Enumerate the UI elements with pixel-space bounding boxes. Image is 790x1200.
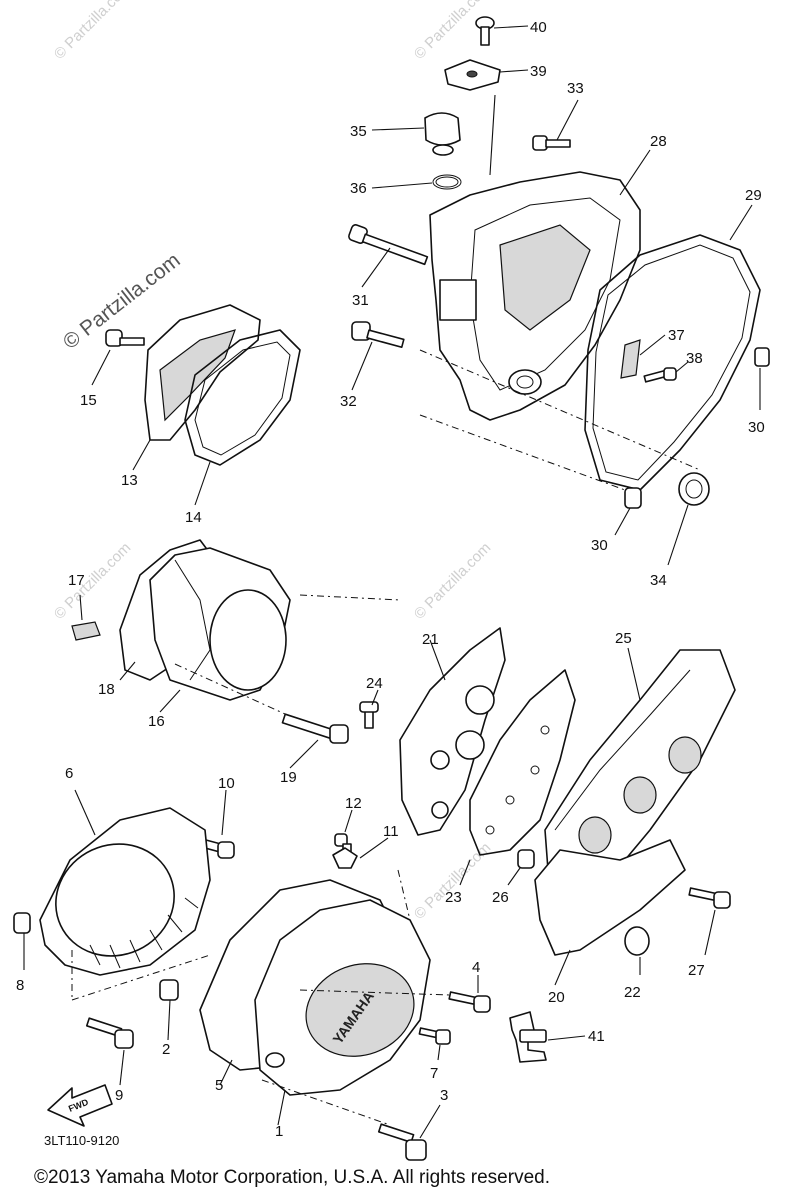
label-33: 33 — [567, 80, 584, 97]
part-30-dowel-right — [754, 347, 770, 410]
part-7-bolt — [418, 1027, 451, 1061]
label-34: 34 — [650, 572, 667, 589]
label-9: 9 — [115, 1087, 123, 1104]
part-22-plug — [624, 926, 650, 975]
label-28: 28 — [650, 133, 667, 150]
label-1: 1 — [275, 1123, 283, 1140]
part-11-clamp — [332, 837, 389, 869]
label-29: 29 — [745, 187, 762, 204]
watermark-tile: © Partzilla.com — [411, 539, 494, 622]
part-30-dowel-left — [614, 487, 642, 536]
label-30b: 30 — [591, 537, 608, 554]
part-23-gasket — [459, 669, 576, 886]
label-12: 12 — [345, 795, 362, 812]
part-28-cover — [429, 149, 651, 421]
label-32: 32 — [340, 393, 357, 410]
part-4-bolt — [448, 975, 491, 1013]
part-19-bolt — [281, 713, 349, 769]
label-36: 36 — [350, 180, 367, 197]
part-20-plate — [534, 839, 686, 986]
part-40-screw — [475, 16, 529, 46]
label-17: 17 — [68, 572, 85, 589]
part-24-bolt — [359, 689, 379, 729]
part-number-labels: 40 39 33 35 28 36 29 31 37 38 15 32 30 1… — [16, 19, 765, 1140]
part-16-canister — [149, 547, 291, 713]
label-25: 25 — [615, 630, 632, 647]
part-2-dowel — [159, 979, 179, 1041]
part-6-housing — [39, 789, 211, 976]
label-5: 5 — [215, 1077, 223, 1094]
part-8-dowel — [13, 912, 31, 970]
part-14-gasket — [184, 329, 301, 506]
part-31-bolt — [348, 224, 429, 288]
part-9-bolt — [85, 1017, 134, 1086]
label-41: 41 — [588, 1028, 605, 1045]
label-27: 27 — [688, 962, 705, 979]
label-23: 23 — [445, 889, 462, 906]
label-21: 21 — [422, 631, 439, 648]
label-11: 11 — [383, 823, 399, 840]
part-1-cover: YAMAHA — [254, 899, 431, 1126]
label-31: 31 — [352, 292, 369, 309]
label-16: 16 — [148, 713, 165, 730]
label-18: 18 — [98, 681, 115, 698]
copyright-text: ©2013 Yamaha Motor Corporation, U.S.A. A… — [34, 1167, 550, 1188]
label-35: 35 — [350, 123, 367, 140]
diagram-code: 3LT110-9120 — [44, 1133, 119, 1148]
part-39-bracket — [444, 59, 529, 176]
label-7: 7 — [430, 1065, 438, 1082]
part-15-bolt — [91, 329, 145, 386]
label-19: 19 — [280, 769, 297, 786]
label-15: 15 — [80, 392, 97, 409]
part-13-cover — [132, 304, 261, 471]
label-2: 2 — [162, 1041, 170, 1058]
part-12-bolt — [334, 809, 353, 855]
label-20: 20 — [548, 989, 565, 1006]
part-37-piece — [620, 334, 666, 379]
fwd-arrow-icon: FWD — [47, 1084, 113, 1127]
label-14: 14 — [185, 509, 202, 526]
label-38: 38 — [686, 350, 703, 367]
label-24: 24 — [366, 675, 383, 692]
label-30a: 30 — [748, 419, 765, 436]
label-8: 8 — [16, 977, 24, 994]
part-26-dowel — [507, 849, 535, 886]
part-21-plate — [399, 627, 506, 836]
part-36-oring — [371, 174, 462, 190]
label-40: 40 — [530, 19, 547, 36]
label-37: 37 — [668, 327, 685, 344]
part-17-block — [71, 594, 101, 641]
part-34-plug — [667, 472, 710, 566]
label-39: 39 — [530, 63, 547, 80]
label-3: 3 — [440, 1087, 448, 1104]
part-33-bolt — [532, 99, 579, 151]
label-26: 26 — [492, 889, 509, 906]
watermark-tile: © Partzilla.com — [411, 839, 494, 922]
watermark-tile: © Partzilla.com — [51, 539, 134, 622]
label-6: 6 — [65, 765, 73, 782]
part-27-bolt — [688, 887, 731, 956]
part-41-bracket — [509, 1011, 586, 1063]
watermark-tile: © Partzilla.com — [51, 0, 134, 63]
part-35-plug — [371, 112, 461, 156]
part-38-bolt — [643, 361, 689, 383]
part-3-bolt — [377, 1104, 441, 1161]
label-22: 22 — [624, 984, 641, 1001]
part-29-gasket — [584, 204, 761, 491]
label-4: 4 — [472, 959, 480, 976]
label-10: 10 — [218, 775, 235, 792]
part-32-bolt — [351, 321, 405, 391]
label-13: 13 — [121, 472, 138, 489]
